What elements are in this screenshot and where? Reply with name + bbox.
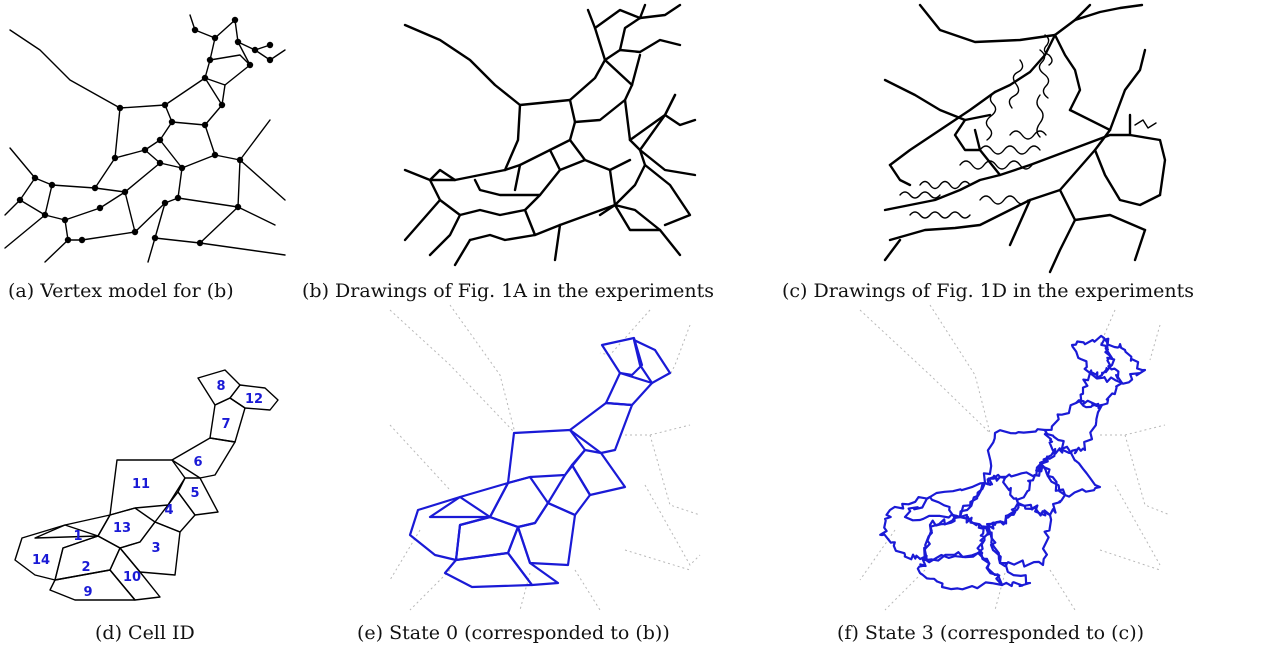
vertex-dot (16, 196, 24, 204)
caption-c: (c) Drawings of Fig. 1D in the experimen… (782, 280, 1194, 302)
vertex-dot (78, 236, 86, 244)
vertex-dot (116, 104, 124, 112)
vertex-dot (61, 216, 69, 224)
caption-e: (e) State 0 (corresponded to (b)) (357, 622, 670, 644)
cell-id-label-3: 3 (151, 541, 160, 556)
vertex-dot (41, 211, 49, 219)
state-3-drawing (859, 304, 1171, 611)
vertex-dot (151, 234, 159, 242)
vertex-model-drawing (4, 14, 286, 263)
cell-id-label-8: 8 (216, 379, 225, 394)
vertex-dot (31, 174, 39, 182)
vertex-dot (161, 101, 169, 109)
state-3-cell-outline (1100, 337, 1147, 385)
vertex-dot (168, 118, 176, 126)
state-3-cell-outline (976, 525, 1032, 588)
state-3-cell-outline (1043, 399, 1104, 455)
vertex-dot (174, 194, 182, 202)
vertex-dot (96, 204, 104, 212)
cell-id-label-6: 6 (193, 455, 202, 470)
vertex-dot (266, 56, 274, 64)
vertex-dot (236, 156, 244, 164)
cell-id-label-2: 2 (81, 560, 90, 575)
vertex-dot (131, 228, 139, 236)
state-3-cell-outline (1015, 463, 1067, 517)
panel-e-state-0 (389, 304, 701, 611)
cell-id-label-10: 10 (123, 570, 141, 585)
vertex-dot (48, 181, 56, 189)
panel-b-drawing-1a (400, 0, 700, 272)
cell-id-label-4: 4 (164, 503, 173, 518)
state-3-cell-outline (903, 481, 987, 522)
vertex-dot (156, 136, 164, 144)
drawing-1d (883, 3, 1167, 274)
vertex-dot (246, 61, 254, 69)
caption-f: (f) State 3 (corresponded to (c)) (837, 622, 1145, 644)
caption-a: (a) Vertex model for (b) (8, 280, 234, 302)
panel-f-state-3 (859, 304, 1171, 611)
vertex-dot (91, 184, 99, 192)
cell-id-label-1: 1 (73, 529, 82, 544)
caption-d: (d) Cell ID (95, 622, 195, 644)
vertex-dot (211, 151, 219, 159)
vertex-dot (141, 146, 149, 154)
drawing-1a (403, 3, 697, 267)
cell-id-label-5: 5 (190, 486, 199, 501)
panel-c-drawing-1d (880, 0, 1167, 274)
vertex-dot (231, 16, 239, 24)
state-3-cell-outline (879, 495, 962, 562)
vertex-dot (191, 26, 199, 34)
cell-id-label-9: 9 (83, 585, 92, 600)
state-3-cell-outline (1039, 447, 1102, 498)
vertex-dot (178, 164, 186, 172)
cell-id-label-11: 11 (132, 477, 150, 492)
state-3-cell-outline (916, 551, 1004, 591)
cell-id-label-7: 7 (221, 417, 230, 432)
vertex-dot (251, 46, 259, 54)
vertex-dot (218, 101, 226, 109)
state-3-cell-outline (1070, 334, 1116, 379)
vertex-dot (206, 56, 214, 64)
cell-id-label-12: 12 (245, 392, 263, 407)
cell-id-label-13: 13 (113, 521, 131, 536)
vertex-dot (196, 239, 204, 247)
vertex-dot (201, 74, 209, 82)
vertex-dot (111, 154, 119, 162)
vertex-dot (121, 188, 129, 196)
cell-id-label-14: 14 (32, 553, 50, 568)
vertex-dot (211, 34, 219, 42)
vertex-dot (201, 121, 209, 129)
vertex-dot (234, 203, 242, 211)
caption-b: (b) Drawings of Fig. 1A in the experimen… (302, 280, 714, 302)
vertex-dot (234, 38, 242, 46)
state-0-drawing (389, 304, 701, 611)
panel-a-vertex-model (0, 0, 290, 272)
vertex-dot (64, 236, 72, 244)
vertex-dot (266, 41, 274, 49)
vertex-dot (161, 199, 169, 207)
vertex-dot (156, 159, 164, 167)
